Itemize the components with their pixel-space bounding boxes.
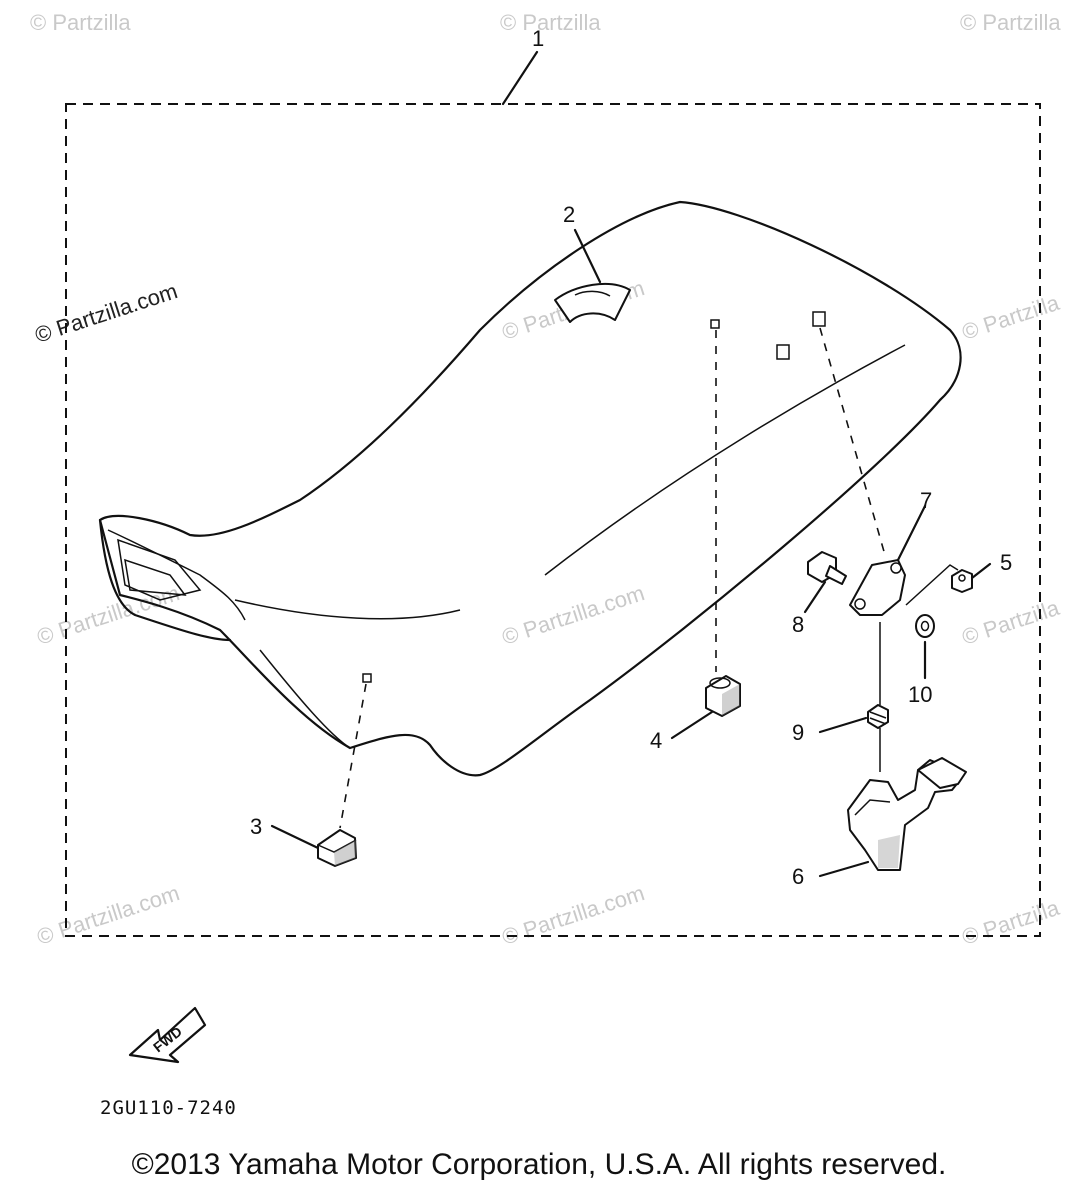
callout-1: 1 bbox=[532, 26, 544, 51]
seat-front-cavity-2 bbox=[124, 558, 187, 596]
seat-hole-2 bbox=[812, 311, 826, 327]
seat-side-line bbox=[544, 344, 906, 576]
diagram-code: 2GU110-7240 bbox=[100, 1097, 237, 1119]
seat-hole-4 bbox=[362, 673, 372, 683]
leader-7 bbox=[896, 504, 927, 562]
washer-10 bbox=[915, 614, 935, 638]
seat-rear-flap bbox=[554, 283, 631, 323]
fwd-label: FWD bbox=[150, 1023, 185, 1055]
leader-9 bbox=[818, 716, 868, 734]
leader-1 bbox=[501, 50, 539, 106]
mount-line-7 bbox=[819, 327, 886, 556]
nut-5 bbox=[951, 569, 973, 593]
watermark-top-center: © Partzilla bbox=[500, 10, 601, 35]
bracket-7 bbox=[849, 559, 906, 616]
callout-8: 8 bbox=[792, 612, 804, 637]
watermark-bottom-center: © Partzilla.com bbox=[499, 880, 648, 950]
seat-hole-1 bbox=[776, 344, 790, 360]
callout-4: 4 bbox=[650, 728, 662, 753]
watermark-bottom-left: © Partzilla.com bbox=[34, 880, 183, 950]
bolt-line-5 bbox=[905, 564, 959, 606]
seat-hinge-line bbox=[259, 649, 351, 749]
callout-10: 10 bbox=[908, 682, 932, 707]
watermark-top-left: © Partzilla bbox=[30, 10, 131, 35]
seat-outline bbox=[98, 200, 962, 777]
leader-8 bbox=[803, 580, 827, 614]
callout-3: 3 bbox=[250, 814, 262, 839]
bolt-8 bbox=[807, 551, 847, 585]
callout-5: 5 bbox=[1000, 550, 1012, 575]
spring-9 bbox=[867, 704, 889, 729]
seat-lock-6 bbox=[847, 757, 967, 871]
leader-5 bbox=[970, 562, 992, 580]
mount-line-3 bbox=[339, 683, 367, 829]
seat-hole-3 bbox=[710, 319, 720, 329]
fwd-arrow: FWD bbox=[128, 1006, 207, 1064]
seat-front-lip bbox=[98, 518, 232, 642]
seat-front-inner bbox=[107, 529, 246, 621]
callout-2: 2 bbox=[563, 202, 575, 227]
leader-2 bbox=[573, 228, 602, 284]
callout-9: 9 bbox=[792, 720, 804, 745]
assembly-boundary bbox=[65, 103, 1041, 937]
watermark-mid-right: © Partzilla bbox=[959, 290, 1063, 345]
seat-assembly bbox=[98, 200, 962, 777]
watermark-right-lower: © Partzilla bbox=[959, 595, 1063, 650]
damper-3 bbox=[317, 829, 357, 867]
callout-6: 6 bbox=[792, 864, 804, 889]
leader-6 bbox=[818, 860, 870, 878]
watermark-top-right: © Partzilla bbox=[960, 10, 1061, 35]
leader-4 bbox=[670, 710, 714, 740]
leader-3 bbox=[270, 824, 320, 850]
watermark-center-lower: © Partzilla.com bbox=[499, 580, 648, 650]
callout-7: 7 bbox=[920, 488, 932, 513]
watermark-prominent: © Partzilla.com bbox=[32, 278, 181, 348]
watermark-bottom-right: © Partzilla bbox=[959, 895, 1063, 950]
damper-4 bbox=[705, 675, 741, 717]
watermark-left-lower: © Partzilla.com bbox=[34, 580, 183, 650]
copyright-notice: ©2013 Yamaha Motor Corporation, U.S.A. A… bbox=[131, 1148, 947, 1181]
seat-lower-edge bbox=[234, 599, 461, 620]
seat-rear-flap-inner bbox=[574, 290, 611, 297]
